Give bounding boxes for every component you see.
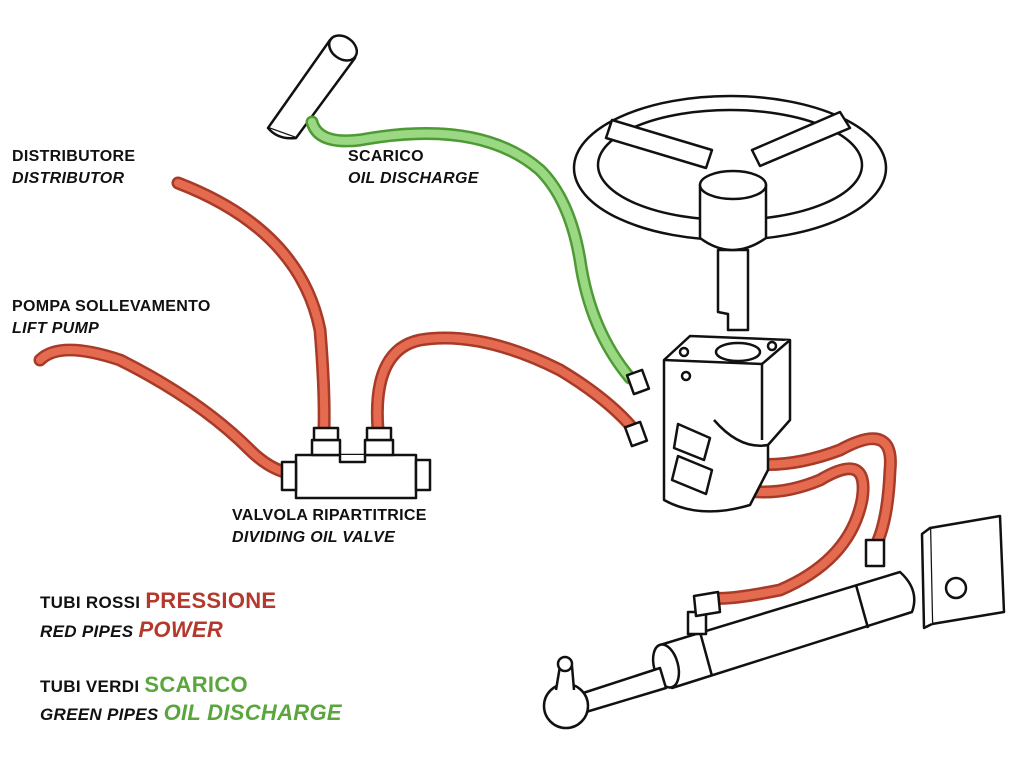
valve-label: VALVOLA RIPARTITRICE DIVIDING OIL VALVE [232,505,427,549]
steering-wheel [572,94,888,332]
dividing-valve [280,426,432,500]
hydraulic-cylinder [542,514,1006,730]
red-pressure-pipes [33,176,897,605]
lift-pump-label-en: LIFT PUMP [12,320,100,337]
discharge-label: SCARICO OIL DISCHARGE [348,146,479,190]
green-discharge-pipe [305,115,637,385]
discharge-handle [266,34,359,140]
lift-pump-label-it: POMPA SOLLEVAMENTO [12,298,211,315]
legend-red-line2: RED PIPES POWER [40,617,223,643]
legend-red-word-en: POWER [138,617,224,642]
distributor-label-en: DISTRIBUTOR [12,170,125,187]
legend-green-prefix-en: GREEN PIPES [40,705,159,724]
distributor-label-it: DISTRIBUTORE [12,148,136,165]
legend-red-prefix-it: TUBI ROSSI [40,593,141,612]
lift-pump-label: POMPA SOLLEVAMENTO LIFT PUMP [12,296,211,340]
legend-green-line1: TUBI VERDI SCARICO [40,672,248,698]
discharge-label-it: SCARICO [348,148,424,165]
legend-green-prefix-it: TUBI VERDI [40,677,140,696]
valve-label-it: VALVOLA RIPARTITRICE [232,507,427,524]
valve-label-en: DIVIDING OIL VALVE [232,529,396,546]
legend-green-word-it: SCARICO [144,672,248,697]
legend-red-line1: TUBI ROSSI PRESSIONE [40,588,276,614]
discharge-label-en: OIL DISCHARGE [348,170,479,187]
legend-red-prefix-en: RED PIPES [40,622,134,641]
legend-green-word-en: OIL DISCHARGE [163,700,342,725]
legend-green-line2: GREEN PIPES OIL DISCHARGE [40,700,342,726]
legend-red-word-it: PRESSIONE [145,588,277,613]
distributor-label: DISTRIBUTORE DISTRIBUTOR [12,146,135,190]
steering-unit [623,334,792,513]
